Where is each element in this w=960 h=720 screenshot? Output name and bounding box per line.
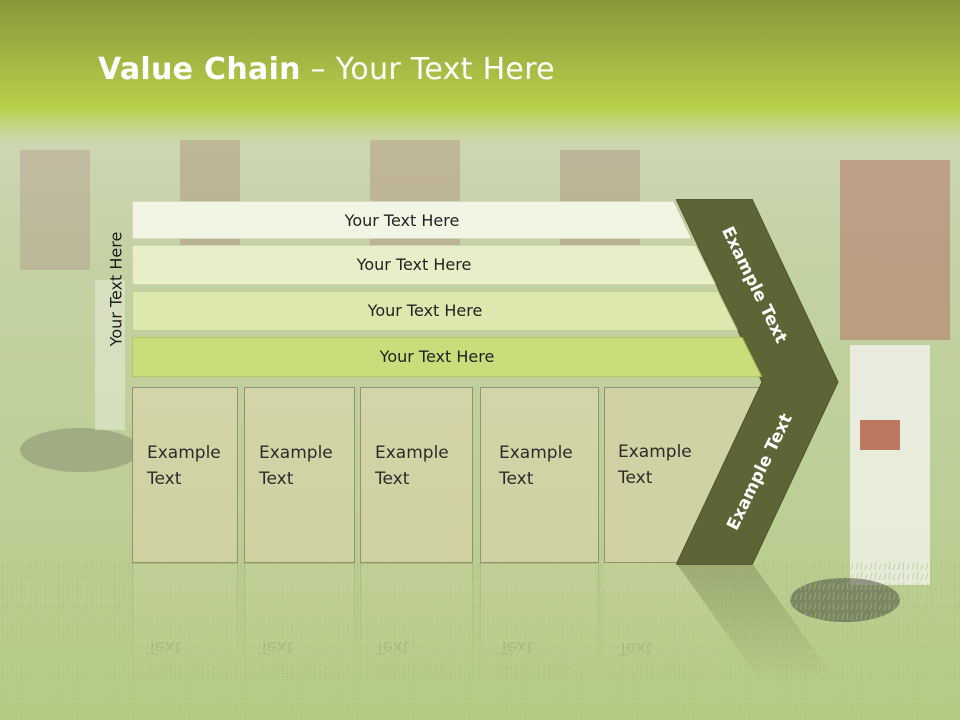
column-line1: Example	[499, 443, 573, 463]
slide-title: Value Chain – Your Text Here	[98, 52, 555, 87]
column-4: Example Text	[480, 387, 599, 563]
title-bold: Value Chain	[98, 52, 301, 87]
bar-label: Your Text Here	[379, 346, 495, 366]
column-line1: Example	[618, 442, 692, 462]
bar-4: Your Text Here	[132, 337, 762, 377]
bar-label: Your Text Here	[356, 254, 472, 274]
column-line2: Text	[499, 469, 534, 489]
bar-label: Your Text Here	[344, 210, 460, 230]
bar-label: Your Text Here	[367, 300, 483, 320]
chevron-arrow	[676, 199, 839, 565]
column-5: Example Text	[618, 439, 692, 491]
title-rest: – Your Text Here	[300, 52, 555, 87]
side-label: Your Text Here	[106, 231, 126, 347]
column-line1: Example	[147, 443, 221, 463]
column-line2: Text	[259, 469, 294, 489]
column-line1: Example	[375, 443, 449, 463]
column-1: Example Text	[132, 387, 238, 563]
bar-1: Your Text Here	[132, 201, 692, 239]
column-line2: Text	[375, 469, 410, 489]
bar-3: Your Text Here	[132, 291, 738, 331]
column-line1: Example	[259, 443, 333, 463]
column-line2: Text	[618, 468, 653, 488]
column-2: Example Text	[244, 387, 355, 563]
bar-2: Your Text Here	[132, 245, 716, 285]
column-line2: Text	[147, 469, 182, 489]
column-3: Example Text	[360, 387, 473, 563]
